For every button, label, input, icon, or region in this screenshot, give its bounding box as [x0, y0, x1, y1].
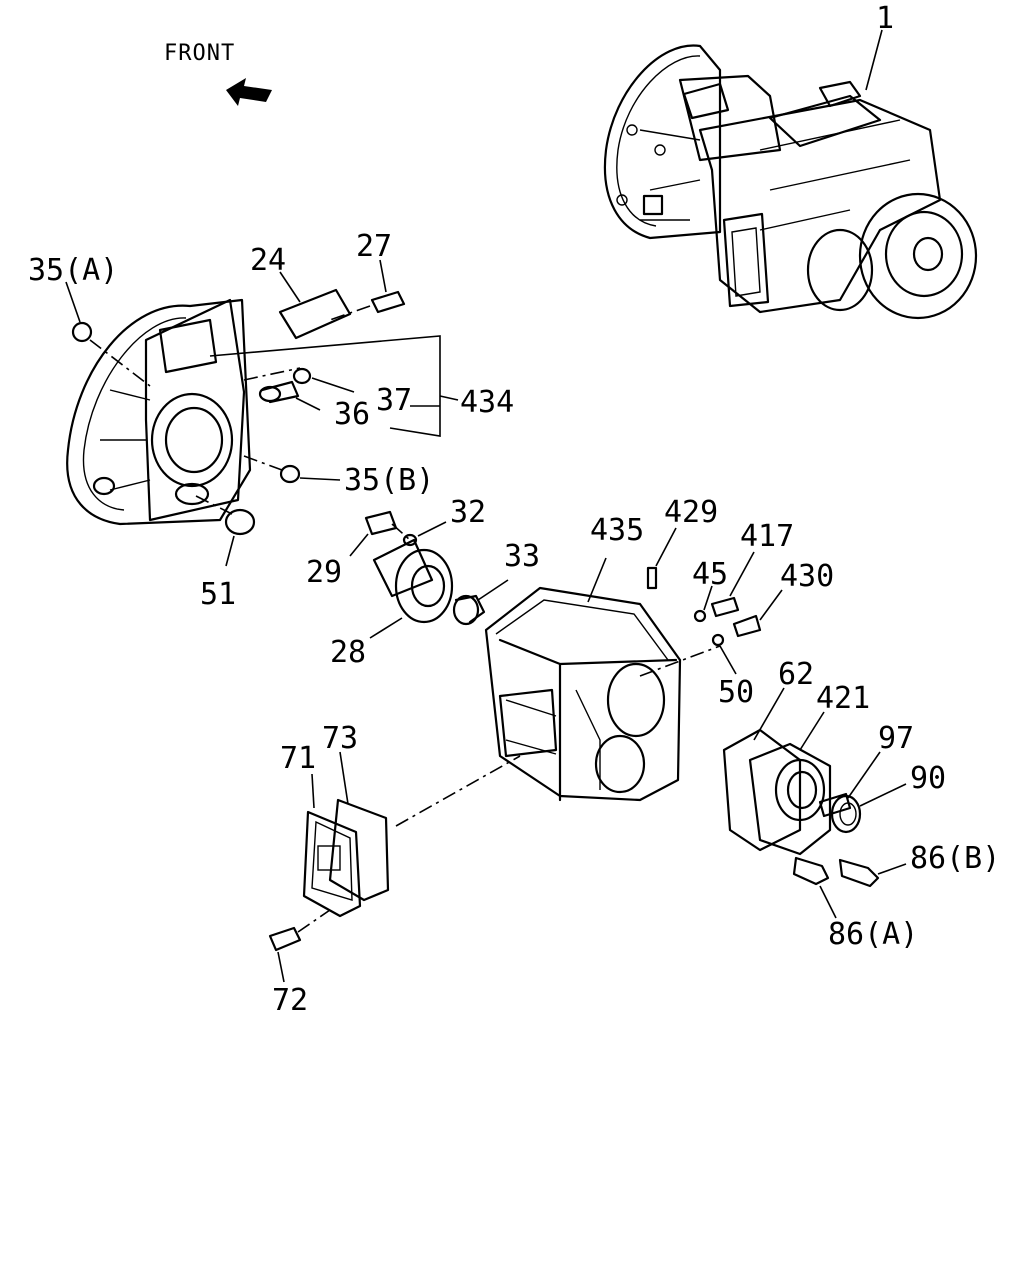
side-cover-drawing — [302, 810, 362, 918]
pin-37-drawing — [292, 367, 312, 385]
callout-24: 24 — [250, 243, 286, 278]
bolt-86a-drawing — [792, 856, 830, 886]
bolt-430-drawing — [732, 614, 762, 638]
callout-36: 36 — [334, 397, 370, 432]
bolt-417-drawing — [710, 596, 740, 618]
callout-35b: 35(B) — [344, 463, 434, 498]
leader-1 — [865, 29, 883, 91]
callout-28: 28 — [330, 635, 366, 670]
oring-50-drawing — [711, 633, 725, 647]
callout-29: 29 — [306, 555, 342, 590]
oring-45-drawing — [693, 609, 707, 623]
gasket-73-drawing — [328, 798, 390, 902]
front-arrow-icon — [226, 78, 272, 106]
callout-430: 430 — [780, 559, 834, 594]
bolt-72-drawing — [268, 926, 302, 952]
callout-97: 97 — [878, 721, 914, 756]
callout-434: 434 — [460, 385, 514, 420]
front-label: FRONT — [164, 41, 235, 66]
callout-1: 1 — [876, 1, 894, 36]
bolt-97-drawing — [818, 792, 852, 818]
callout-45: 45 — [692, 557, 728, 592]
seal-90-drawing — [830, 794, 862, 834]
bolt-29-drawing — [364, 510, 398, 536]
bearing-33-drawing — [452, 594, 480, 626]
callout-435: 435 — [590, 513, 644, 548]
callout-421: 421 — [816, 681, 870, 716]
plate-24-drawing — [278, 288, 352, 340]
callout-32: 32 — [450, 495, 486, 530]
bolt-27-drawing — [370, 290, 406, 314]
callout-35a: 35(A) — [28, 253, 118, 288]
plug-35a-drawing — [71, 321, 93, 343]
callout-86a: 86(A) — [828, 917, 918, 952]
callout-71: 71 — [280, 741, 316, 776]
callout-90: 90 — [910, 761, 946, 796]
front-bearing-retainer-drawing — [372, 538, 454, 624]
callout-72: 72 — [272, 983, 308, 1018]
callout-73: 73 — [322, 721, 358, 756]
bolt-86b-drawing — [838, 858, 880, 888]
clutch-housing-drawing — [66, 298, 252, 526]
callout-27: 27 — [356, 229, 392, 264]
callout-62: 62 — [778, 657, 814, 692]
callout-417: 417 — [740, 519, 794, 554]
pin-429-drawing — [646, 566, 658, 590]
cap-51-drawing — [224, 508, 256, 536]
rear-cover-drawing — [748, 742, 832, 856]
transmission-assembly-drawing — [603, 44, 978, 320]
transmission-case-drawing — [484, 586, 682, 802]
callout-429: 429 — [664, 495, 718, 530]
callout-50: 50 — [718, 675, 754, 710]
oring-32-drawing — [402, 533, 418, 547]
callout-51: 51 — [200, 577, 236, 612]
callout-86b: 86(B) — [910, 841, 1000, 876]
plug-35b-drawing — [279, 464, 301, 484]
callout-33: 33 — [504, 539, 540, 574]
callout-37: 37 — [376, 383, 412, 418]
